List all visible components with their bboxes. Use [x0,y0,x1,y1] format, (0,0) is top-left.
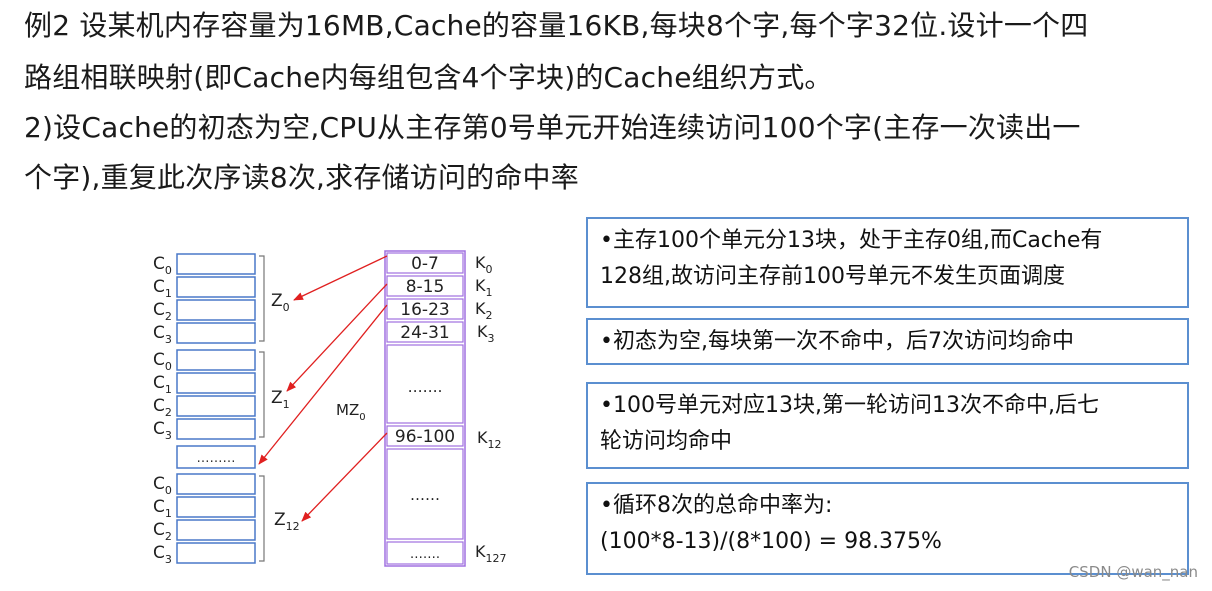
mapping-arrow [258,304,388,465]
note-box-4: •循环8次的总命中率为: (100*8-13)/(8*100) = 98.375… [586,482,1189,575]
memory-dots: …… [410,486,440,504]
memory-block [386,298,464,320]
memory-block-range [386,448,464,540]
memory-block [386,425,464,447]
cache-line-label: C0 [153,254,172,277]
question-line-4: 个字),重复此次序读8次,求存储访问的命中率 [24,161,579,194]
memory-block-range [386,344,464,424]
cache-line-label: C3 [153,323,172,346]
memory-block-texts: 0-7 8-15 16-23 24-31 ……. 96-100 …… ……. [395,254,455,562]
cache-line [176,542,256,564]
block-labels: K0 K1 K2 K3 K12 K127 [475,253,507,565]
group-labels: Z0 Z1 Z12 [271,291,300,533]
cache-line [176,473,256,495]
cache-line [176,372,256,394]
mapping-arrows [258,255,388,522]
note-line: •100号单元对应13块,第一轮访问13次不命中,后七 [600,393,1099,418]
cache-line-label: C0 [153,474,172,497]
note-line: (100*8-13)/(8*100) = 98.375% [600,529,942,554]
cache-line [176,418,256,440]
note-line: •主存100个单元分13块，处于主存0组,而Cache有 [600,228,1103,253]
memory-group-label: MZ0 [336,401,366,423]
watermark: CSDN @wan_nan [1068,563,1198,581]
cache-line-labels: C0 C1 C2 C3 C0 C1 C2 C3 C0 C1 C2 C3 [153,254,172,566]
question-line-1: 例2 设某机内存容量为16MB,Cache的容量16KB,每块8个字,每个字32… [24,9,1089,42]
cache-line-label: C3 [153,419,172,442]
note-line: •循环8次的总命中率为: [600,493,833,518]
group-braces [259,255,265,562]
mapping-arrow [286,283,388,392]
cache-line-label: C1 [153,497,172,520]
cache-line-label: C2 [153,520,172,543]
cache-line-label: C0 [153,350,172,373]
memory-block [386,541,464,565]
cache-line-label: C1 [153,373,172,396]
note-box-2: •初态为空,每块第一次不命中，后7次访问均命中 [586,318,1189,365]
mapping-arrow [293,255,388,301]
cache-line [176,299,256,321]
note-line: 轮访问均命中 [600,429,733,454]
memory-block-label: 16-23 [400,300,449,320]
memory-dots: ……. [408,378,443,396]
memory-column [384,250,466,567]
note-box-3: •100号单元对应13块,第一轮访问13次不命中,后七 轮访问均命中 [586,382,1189,469]
cache-line-label: C3 [153,543,172,566]
memory-block [386,252,464,274]
cache-column: ……… [176,253,256,564]
question-line-2: 路组相联映射(即Cache内每组包含4个字块)的Cache组织方式。 [24,61,833,94]
group-brace [259,351,265,438]
cache-line [176,519,256,541]
cache-gap-dots: ……… [197,451,236,466]
memory-block-label: 0-7 [411,254,439,274]
block-label-k1: K1 [475,276,493,299]
group-label-z1: Z1 [271,388,290,411]
block-label-k12: K12 [477,428,502,451]
note-line: •初态为空,每块第一次不命中，后7次访问均命中 [600,329,1074,354]
memory-block-label: 24-31 [400,323,449,343]
cache-line [176,395,256,417]
cache-line-label: C2 [153,300,172,323]
block-label-k127: K127 [475,542,507,565]
cache-line [176,349,256,371]
memory-block [386,275,464,297]
block-label-k2: K2 [475,299,493,322]
cache-line [176,253,256,275]
group-label-z0: Z0 [271,291,290,314]
memory-block-label: 96-100 [395,427,455,447]
block-label-k0: K0 [475,253,493,276]
cache-line-label: C1 [153,277,172,300]
memory-block-label: 8-15 [406,277,445,297]
mapping-arrow [301,432,388,522]
cache-gap-box [176,445,256,469]
memory-dots: ……. [410,547,440,562]
cache-line [176,496,256,518]
note-line: 128组,故访问主存前100号单元不发生页面调度 [600,264,1065,289]
block-label-k3: K3 [477,322,495,345]
memory-block [386,321,464,343]
group-brace [259,475,265,562]
note-box-1: •主存100个单元分13块，处于主存0组,而Cache有 128组,故访问主存前… [586,217,1189,308]
group-brace [259,255,265,342]
cache-line [176,322,256,344]
cache-line [176,276,256,298]
question-line-3: 2)设Cache的初态为空,CPU从主存第0号单元开始连续访问100个字(主存一… [24,111,1081,144]
cache-line-label: C2 [153,396,172,419]
group-label-z12: Z12 [274,510,300,533]
